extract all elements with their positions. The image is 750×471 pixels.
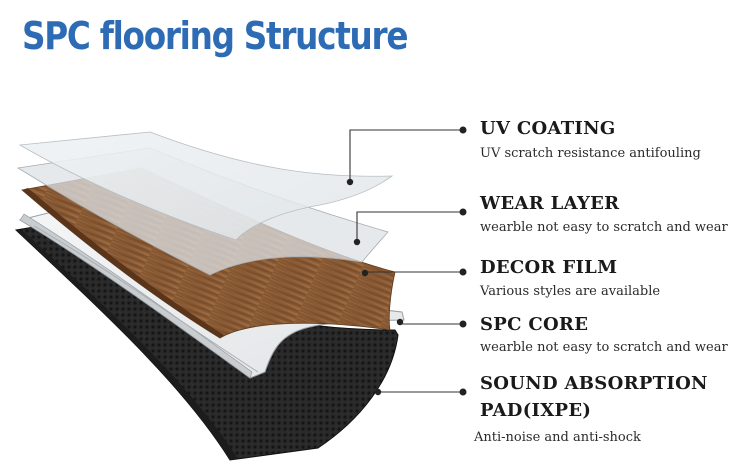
uv-coating-layer	[18, 131, 394, 241]
layer-desc-wear-layer: wearble not easy to scratch and wear	[480, 220, 728, 235]
callout-dot-pad-end	[459, 388, 467, 396]
callout-dot-uv-start	[346, 178, 354, 186]
layer-desc-decor-film: Various styles are available	[480, 284, 661, 299]
callout-dots	[346, 126, 467, 396]
layer-label-sound-absorption: SOUND ABSORPTION	[480, 373, 708, 394]
layer-desc-sound-absorption: Anti-noise and anti-shock	[474, 430, 641, 445]
layer-label-spc-core: SPC CORE	[480, 314, 589, 335]
spc-core-edge	[19, 213, 253, 379]
callout-line-wear	[356, 211, 462, 242]
layer-label-pad-ixpe: PAD(IXPE)	[480, 400, 592, 421]
layer-label-wear-layer: WEAR LAYER	[480, 193, 620, 214]
spc-core-groove	[33, 225, 259, 373]
callout-dot-uv-end	[459, 126, 467, 134]
layer-desc-uv-coating: UV scratch resistance antifouling	[480, 146, 701, 161]
callout-dot-decor-end	[459, 268, 467, 276]
callout-line-core	[399, 322, 462, 325]
callout-dot-core-end	[459, 320, 467, 328]
layer-desc-spc-core: wearble not easy to scratch and wear	[480, 340, 728, 355]
callout-dot-core-start	[396, 318, 404, 326]
callout-dot-pad-start	[374, 388, 382, 396]
layer-label-decor-film: DECOR FILM	[480, 257, 618, 278]
callout-line-uv	[349, 129, 462, 182]
decor-film-edge	[22, 188, 224, 338]
callout-dot-wear-start	[353, 238, 361, 246]
page-title: SPC flooring Structure	[22, 14, 409, 58]
callout-dot-decor-start	[361, 269, 369, 277]
layer-label-uv-coating: UV COATING	[480, 118, 616, 139]
ixpe-pad-edge	[16, 230, 238, 460]
callout-dot-wear-end	[459, 208, 467, 216]
